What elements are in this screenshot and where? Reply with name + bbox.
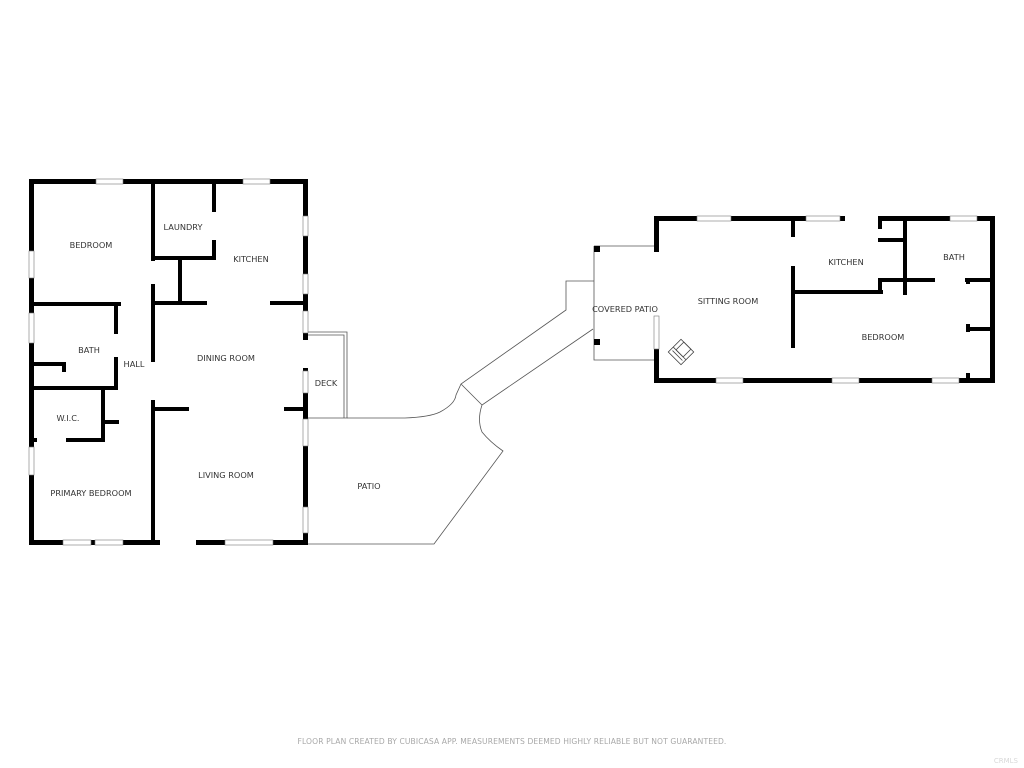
room-label-guest-kitchen: KITCHEN: [828, 257, 863, 267]
room-label-wic: W.I.C.: [56, 413, 79, 423]
area-label-patio: PATIO: [357, 481, 380, 491]
room-label-kitchen: KITCHEN: [233, 254, 268, 264]
room-labels: BEDROOM LAUNDRY KITCHEN BATH HALL DINING…: [50, 222, 964, 498]
patio-outline: [347, 280, 594, 419]
area-label-deck: DECK: [315, 378, 338, 388]
covered-patio-outline: [593, 245, 656, 361]
room-label-sitting-room: SITTING ROOM: [698, 296, 759, 306]
room-label-laundry: LAUNDRY: [164, 222, 204, 232]
room-label-bath: BATH: [78, 345, 100, 355]
covered-patio-posts: [594, 246, 600, 345]
room-label-guest-bath: BATH: [943, 252, 965, 262]
room-label-dining-room: DINING ROOM: [197, 353, 255, 363]
deck-outline: [307, 331, 348, 419]
room-label-guest-bedroom: BEDROOM: [862, 332, 905, 342]
room-label-hall: HALL: [124, 359, 145, 369]
guest-house-windows: [653, 215, 978, 384]
fireplace-icon: [667, 338, 695, 366]
outdoor-outlines: [307, 245, 656, 545]
main-house-windows: [28, 178, 309, 546]
watermark: CRMLS: [993, 757, 1018, 765]
footer-disclaimer: FLOOR PLAN CREATED BY CUBICASA APP. MEAS…: [297, 737, 727, 746]
area-label-covered-patio: COVERED PATIO: [592, 304, 658, 314]
room-label-living-room: LIVING ROOM: [198, 470, 254, 480]
room-label-bedroom: BEDROOM: [70, 240, 113, 250]
room-label-primary-bedroom: PRIMARY BEDROOM: [50, 488, 131, 498]
